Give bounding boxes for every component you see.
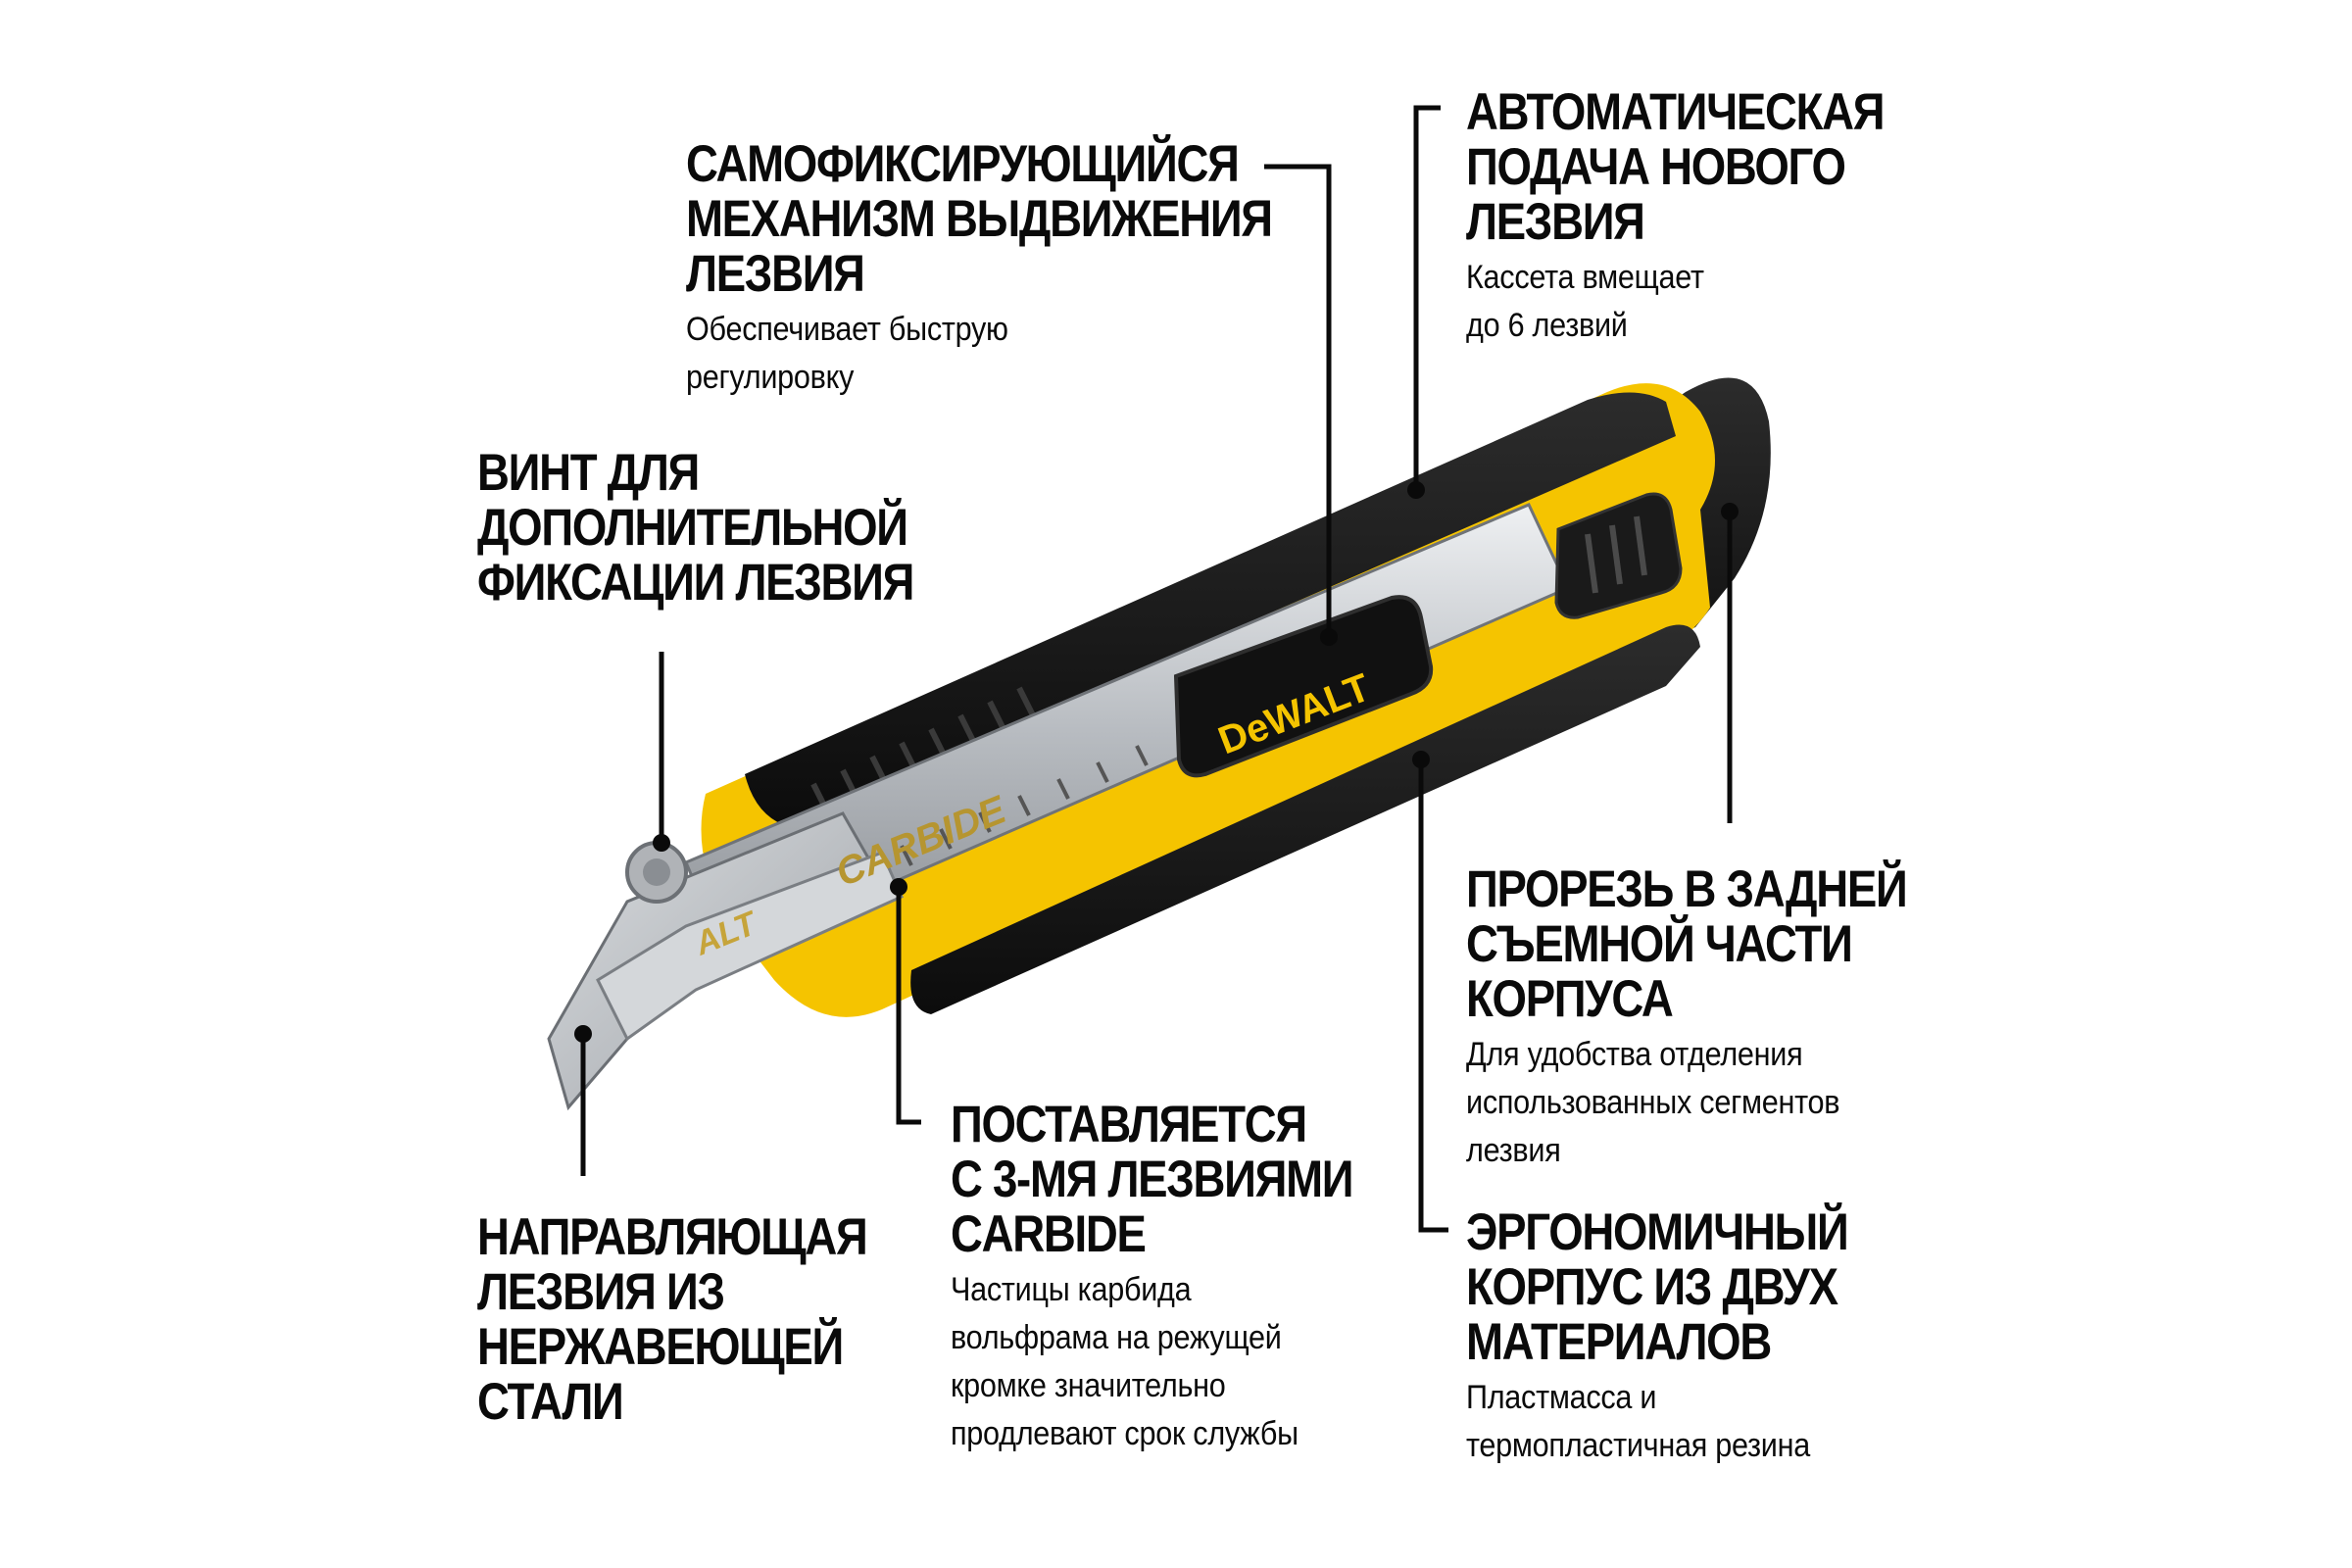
blades-supplied-title: ПОСТАВЛЯЕТСЯ С 3-МЯ ЛЕЗВИЯМИ CARBIDE xyxy=(951,1096,1354,1263)
leader-lock-mechanism xyxy=(1264,164,1332,637)
lock-screw-title: ВИНТ ДЛЯ ДОПОЛНИТЕЛЬНОЙ ФИКСАЦИИ ЛЕЗВИЯ xyxy=(477,444,914,612)
blade-slider xyxy=(1173,595,1434,778)
callout-blade-guide: НАПРАВЛЯЮЩАЯ ЛЕЗВИЯ ИЗ НЕРЖАВЕЮЩЕЙ СТАЛИ xyxy=(477,1210,1163,1430)
ergonomic-body-desc: Пластмасса и термопластичная резина xyxy=(1466,1379,1811,1464)
callout-lock-mechanism: САМОФИКСИРУЮЩИЙСЯ МЕХАНИЗМ ВЫДВИЖЕНИЯ ЛЕ… xyxy=(686,137,1372,402)
leader-lines xyxy=(580,105,1733,1233)
callout-lock-screw: ВИНТ ДЛЯ ДОПОЛНИТЕЛЬНОЙ ФИКСАЦИИ ЛЕЗВИЯ xyxy=(477,446,1163,611)
leader-dots xyxy=(574,481,1739,1043)
callout-blades-supplied: ПОСТАВЛЯЕТСЯ С 3-МЯ ЛЕЗВИЯМИ CARBIDE Час… xyxy=(951,1098,1637,1458)
auto-feed-title: АВТОМАТИЧЕСКАЯ ПОДАЧА НОВОГО ЛЕЗВИЯ xyxy=(1466,83,1886,251)
blades-supplied-desc: Частицы карбида вольфрама на режущей кро… xyxy=(951,1271,1298,1452)
leader-blades-supplied xyxy=(896,887,921,1125)
rear-slider-ribs xyxy=(1585,515,1647,594)
rear-slot-desc: Для удобства отделения использованных се… xyxy=(1466,1036,1840,1169)
lock-mechanism-title: САМОФИКСИРУЮЩИЙСЯ МЕХАНИЗМ ВЫДВИЖЕНИЯ ЛЕ… xyxy=(686,135,1273,303)
body-bottom-rubber xyxy=(910,624,1700,1014)
leader-auto-feed xyxy=(1413,105,1441,490)
blade-guide xyxy=(596,851,904,1042)
callout-rear-slot: ПРОРЕЗЬ В ЗАДНЕЙ СЪЕМНОЙ ЧАСТИ КОРПУСА Д… xyxy=(1466,862,2152,1175)
lock-mechanism-desc: Обеспечивает быструю регулировку xyxy=(686,311,1008,396)
rear-slot-title: ПРОРЕЗЬ В ЗАДНЕЙ СЪЕМНОЙ ЧАСТИ КОРПУСА xyxy=(1466,860,1908,1028)
callout-auto-feed: АВТОМАТИЧЕСКАЯ ПОДАЧА НОВОГО ЛЕЗВИЯ Касс… xyxy=(1466,85,2152,350)
callout-ergonomic-body: ЭРГОНОМИЧНЫЙ КОРПУС ИЗ ДВУХ МАТЕРИАЛОВ П… xyxy=(1466,1205,2152,1470)
blade-guide-title: НАПРАВЛЯЮЩАЯ ЛЕЗВИЯ ИЗ НЕРЖАВЕЮЩЕЙ СТАЛИ xyxy=(477,1208,868,1431)
body-top-rubber xyxy=(745,392,1676,825)
leader-ergonomic-body xyxy=(1418,760,1448,1233)
auto-feed-desc: Кассета вмещает до 6 лезвий xyxy=(1466,259,1704,344)
ergonomic-body-title: ЭРГОНОМИЧНЫЙ КОРПУС ИЗ ДВУХ МАТЕРИАЛОВ xyxy=(1466,1203,1849,1371)
